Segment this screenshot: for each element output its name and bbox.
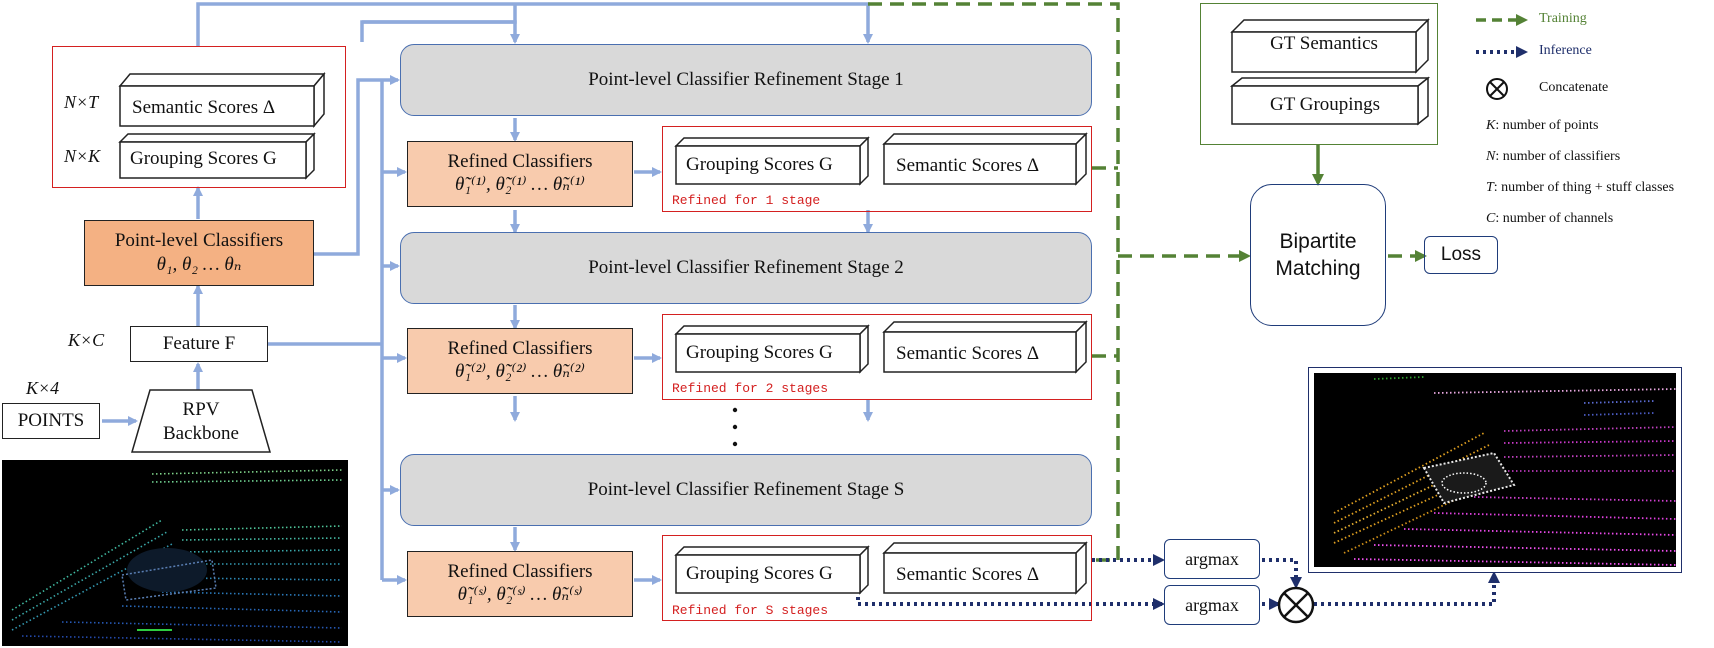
- grouping-scores-2: Grouping Scores G: [686, 342, 833, 363]
- semantic-cube-2: [882, 320, 1088, 374]
- dim-nt: N×T: [64, 92, 99, 112]
- argmax-label-2: argmax: [1185, 594, 1239, 615]
- dim-k4: K×4: [26, 378, 60, 398]
- grouping-scores-s: Grouping Scores G: [686, 563, 833, 584]
- matching-line1: Bipartite: [1279, 229, 1357, 253]
- legend-inference: Inference: [1539, 43, 1592, 58]
- refined-title-2: Refined Classifiers: [447, 338, 593, 360]
- argmax-box-2: argmax: [1164, 585, 1260, 625]
- argmax-label-1: argmax: [1185, 548, 1239, 569]
- gt-semantics: GT Semantics: [1270, 33, 1378, 54]
- legend-n-symbol: N: [1486, 149, 1496, 164]
- concatenate-icon: [1486, 78, 1508, 100]
- legend-n: N: number of classifiers: [1486, 149, 1620, 165]
- rpv-backbone: RPV Backbone: [130, 398, 272, 446]
- gt-groupings: GT Groupings: [1270, 94, 1380, 115]
- grouping-cube-s: [674, 545, 870, 595]
- legend-t-symbol: T: [1486, 180, 1494, 195]
- stage-2-label: Point-level Classifier Refinement Stage …: [588, 257, 904, 278]
- point-level-classifiers: Point-level Classifiers θ₁, θ₂ … θₙ: [84, 220, 314, 286]
- dim-nk: N×K: [64, 146, 101, 166]
- refined-classifiers-s: Refined Classifiers θ̃₁⁽ˢ⁾, θ̃₂⁽ˢ⁾ … θ̃ₙ…: [407, 551, 633, 617]
- semantic-scores-left: Semantic Scores Δ: [132, 97, 276, 118]
- semantic-scores-1: Semantic Scores Δ: [896, 155, 1040, 176]
- loss-box: Loss: [1424, 236, 1498, 274]
- legend-concatenate: Concatenate: [1539, 80, 1609, 95]
- stage-s-label: Point-level Classifier Refinement Stage …: [587, 479, 905, 500]
- legend-k-symbol: K: [1486, 118, 1496, 133]
- legend-t: T: number of thing + stuff classes: [1486, 180, 1674, 196]
- legend-c: C: number of channels: [1486, 211, 1613, 227]
- legend-t-text: : number of thing + stuff classes: [1493, 180, 1675, 195]
- legend-lines: [1476, 14, 1528, 58]
- input-point-cloud-image: [2, 460, 348, 646]
- dim-kc: K×C: [68, 330, 105, 350]
- refinement-stage-s: Point-level Classifier Refinement Stage …: [400, 454, 1092, 526]
- semantic-cube-1: [882, 132, 1088, 186]
- matching-line2: Matching: [1275, 257, 1361, 280]
- refinement-stage-1: Point-level Classifier Refinement Stage …: [400, 44, 1092, 116]
- refined-label-2: Refined for 2 stages: [672, 381, 829, 396]
- refined-formula-s: θ̃₁⁽ˢ⁾, θ̃₂⁽ˢ⁾ … θ̃ₙ⁽ˢ⁾: [457, 584, 583, 605]
- gt-groupings-cube: [1230, 76, 1430, 126]
- refined-formula-1: θ̃₁⁽¹⁾, θ̃₂⁽¹⁾ … θ̃ₙ⁽¹⁾: [455, 174, 585, 195]
- argmax-box-1: argmax: [1164, 539, 1260, 579]
- feature-label: Feature F: [162, 333, 236, 354]
- semantic-scores-cube-left: [118, 72, 326, 128]
- points-box: POINTS: [2, 403, 100, 439]
- refined-classifiers-1: Refined Classifiers θ̃₁⁽¹⁾, θ̃₂⁽¹⁾ … θ̃ₙ…: [407, 141, 633, 207]
- grouping-scores-left: Grouping Scores G: [130, 148, 277, 169]
- semantic-scores-2: Semantic Scores Δ: [896, 343, 1040, 364]
- legend-training: Training: [1539, 11, 1587, 26]
- classifiers-formula: θ₁, θ₂ … θₙ: [156, 254, 242, 275]
- refined-title-s: Refined Classifiers: [447, 561, 593, 583]
- scores-output-box: [52, 46, 346, 188]
- grouping-scores-cube-left: [118, 132, 316, 180]
- classifiers-title: Point-level Classifiers: [114, 230, 284, 252]
- refined-scores-box-s: [662, 535, 1092, 621]
- gt-box: [1200, 3, 1438, 145]
- refined-scores-box-2: [662, 314, 1092, 400]
- concatenate-symbol: [1277, 586, 1315, 624]
- legend-k: K: number of points: [1486, 118, 1598, 134]
- legend-c-symbol: C: [1486, 211, 1496, 226]
- refined-label-1: Refined for 1 stage: [672, 193, 821, 208]
- grouping-cube-1: [674, 136, 870, 186]
- legend-n-text: : number of classifiers: [1495, 149, 1621, 164]
- semantic-cube-s: [882, 541, 1088, 595]
- output-panoptic-image: [1314, 373, 1676, 567]
- points-label: POINTS: [17, 410, 85, 431]
- rpv-backbone-shape: [131, 389, 271, 453]
- backbone-line1: RPV: [182, 399, 220, 420]
- gt-semantics-cube: [1230, 18, 1430, 74]
- refined-classifiers-2: Refined Classifiers θ̃₁⁽²⁾, θ̃₂⁽²⁾ … θ̃ₙ…: [407, 328, 633, 394]
- loss-label: Loss: [1440, 244, 1482, 265]
- bipartite-matching: Bipartite Matching: [1250, 184, 1386, 326]
- refined-title-1: Refined Classifiers: [447, 151, 593, 173]
- feature-box: Feature F: [130, 326, 268, 362]
- refined-label-s: Refined for S stages: [672, 603, 829, 618]
- grouping-scores-1: Grouping Scores G: [686, 154, 833, 175]
- semantic-scores-s: Semantic Scores Δ: [896, 564, 1040, 585]
- backbone-line2: Backbone: [163, 422, 239, 444]
- grouping-cube-2: [674, 324, 870, 374]
- legend-k-text: : number of points: [1495, 118, 1599, 133]
- refinement-stage-2: Point-level Classifier Refinement Stage …: [400, 232, 1092, 304]
- refined-scores-box-1: [662, 126, 1092, 212]
- refined-formula-2: θ̃₁⁽²⁾, θ̃₂⁽²⁾ … θ̃ₙ⁽²⁾: [455, 361, 585, 382]
- stage-1-label: Point-level Classifier Refinement Stage …: [588, 69, 904, 90]
- legend-c-text: : number of channels: [1495, 211, 1614, 226]
